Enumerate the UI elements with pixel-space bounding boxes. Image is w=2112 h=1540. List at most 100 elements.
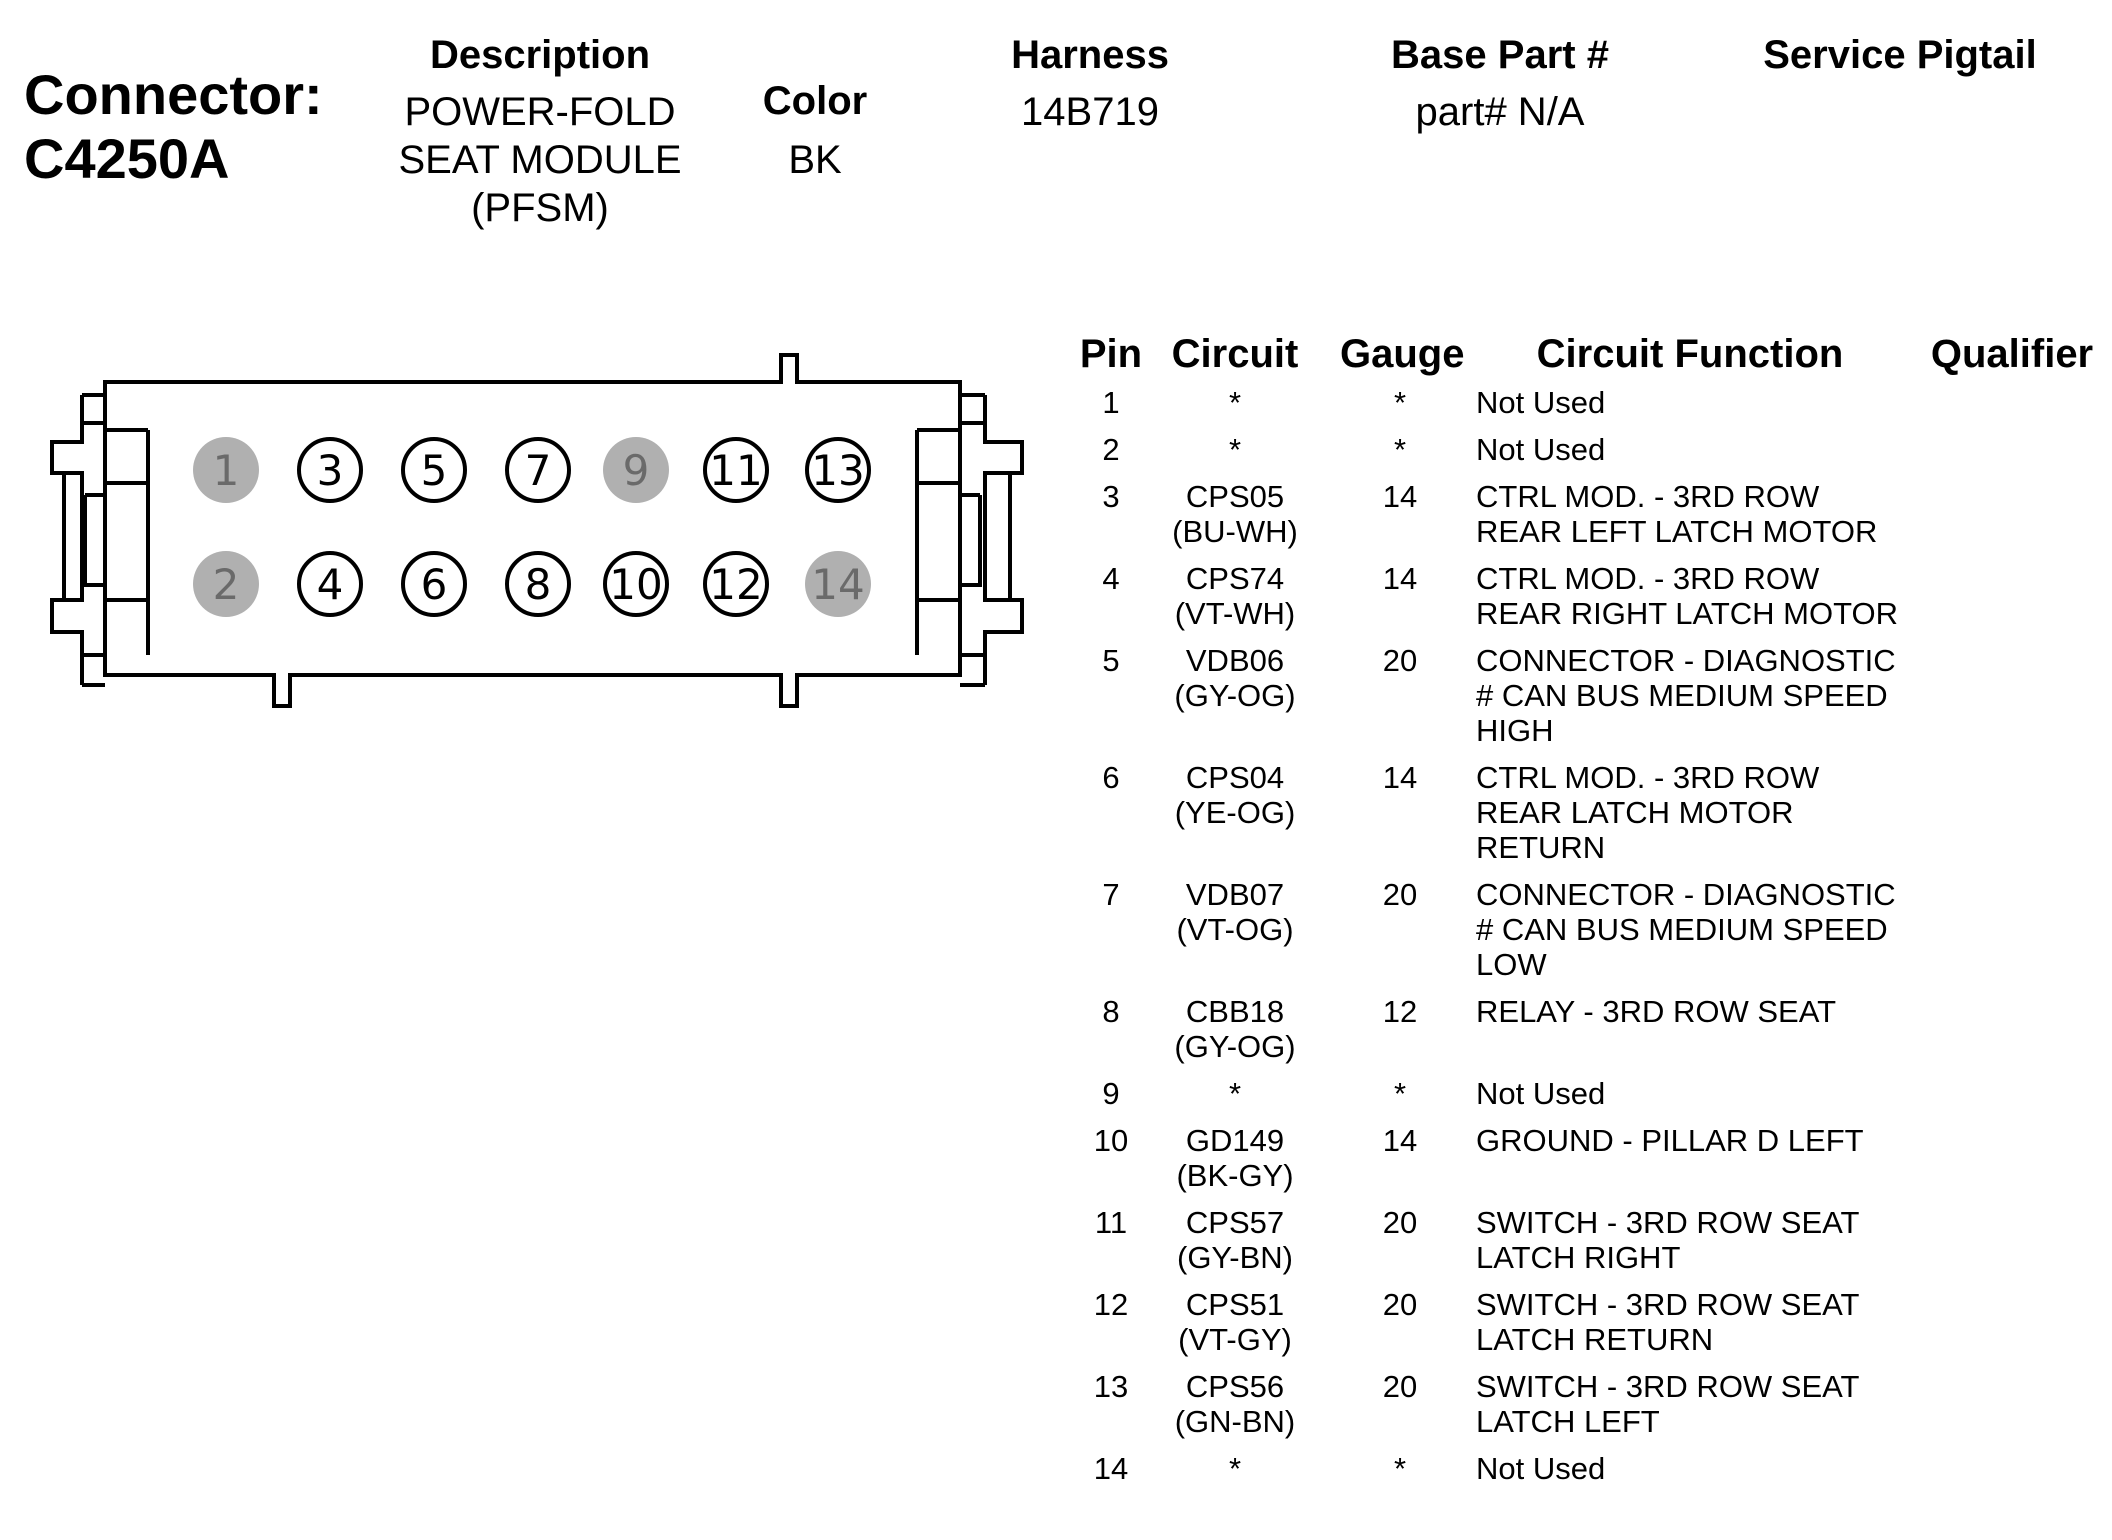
pin-1-label: 1 bbox=[213, 446, 240, 495]
circuit-function-line: REAR RIGHT LATCH MOTOR bbox=[1476, 596, 1898, 631]
wire-color: (VT-GY) bbox=[1178, 1322, 1292, 1357]
wire-gauge: 14 bbox=[1382, 479, 1418, 514]
wire-gauge: * bbox=[1393, 385, 1407, 420]
connector-label: Connector: bbox=[24, 63, 323, 126]
pin-12-cavity bbox=[703, 551, 769, 617]
pin-2-label: 2 bbox=[213, 560, 240, 609]
circuit-id: * bbox=[1228, 432, 1242, 467]
circuit-function-line: # CAN BUS MEDIUM SPEED bbox=[1476, 678, 1888, 713]
pin-number: 12 bbox=[1093, 1287, 1129, 1322]
col-header-circuit-function: Circuit Function bbox=[1536, 332, 1844, 376]
service-pigtail-header: Service Pigtail bbox=[1763, 33, 2037, 77]
wire-gauge: 14 bbox=[1382, 1123, 1418, 1158]
pin-2-cavity bbox=[193, 551, 259, 617]
wire-color: (GY-BN) bbox=[1177, 1240, 1293, 1275]
harness-value: 14B719 bbox=[1021, 90, 1159, 134]
pin-number: 7 bbox=[1102, 877, 1120, 912]
circuit-function-line: SWITCH - 3RD ROW SEAT bbox=[1476, 1287, 1860, 1322]
pin-number: 11 bbox=[1094, 1205, 1128, 1240]
wire-gauge: 20 bbox=[1382, 1205, 1418, 1240]
pin-4-label: 4 bbox=[317, 560, 344, 609]
pin-9-cavity bbox=[603, 437, 669, 503]
pin-7-label: 7 bbox=[525, 446, 552, 495]
left-latch bbox=[83, 428, 150, 655]
pin-number: 2 bbox=[1102, 432, 1120, 467]
circuit-id: VDB07 bbox=[1185, 877, 1285, 912]
circuit-id: * bbox=[1228, 1076, 1242, 1111]
description-line-2: SEAT MODULE bbox=[398, 138, 682, 182]
pin-number: 13 bbox=[1093, 1369, 1129, 1404]
pin-10-label: 10 bbox=[609, 560, 662, 609]
wire-color: (GN-BN) bbox=[1174, 1404, 1296, 1439]
pin-number: 1 bbox=[1102, 385, 1120, 420]
circuit-function-line: LOW bbox=[1476, 947, 1547, 982]
circuit-function-line: CTRL MOD. - 3RD ROW bbox=[1476, 561, 1820, 596]
circuit-id: * bbox=[1228, 1451, 1242, 1486]
circuit-function-line: GROUND - PILLAR D LEFT bbox=[1476, 1123, 1864, 1158]
pin-9-label: 9 bbox=[623, 446, 650, 495]
wire-color: (VT-OG) bbox=[1176, 912, 1294, 947]
connector-id: C4250A bbox=[24, 127, 230, 190]
housing-outline bbox=[50, 353, 1024, 708]
pin-12-label: 12 bbox=[709, 560, 762, 609]
pin-number: 8 bbox=[1102, 994, 1120, 1029]
description-line-1: POWER-FOLD bbox=[404, 90, 676, 134]
circuit-function-line: CONNECTOR - DIAGNOSTIC bbox=[1476, 877, 1896, 912]
wire-color: (GY-OG) bbox=[1174, 678, 1296, 713]
circuit-function-line: HIGH bbox=[1476, 713, 1554, 748]
pin-number: 4 bbox=[1102, 561, 1120, 596]
circuit-id: CPS05 bbox=[1185, 479, 1285, 514]
wire-color: (VT-WH) bbox=[1174, 596, 1296, 631]
base-part-header: Base Part # bbox=[1391, 33, 1609, 77]
harness-header: Harness bbox=[1011, 33, 1169, 77]
circuit-function-line: LATCH RIGHT bbox=[1476, 1240, 1681, 1275]
circuit-function-line: LATCH LEFT bbox=[1476, 1404, 1660, 1439]
circuit-id: CPS74 bbox=[1185, 561, 1285, 596]
pin-1-cavity bbox=[193, 437, 259, 503]
pin-number: 14 bbox=[1093, 1451, 1129, 1486]
pin-number: 3 bbox=[1102, 479, 1120, 514]
circuit-function-line: LATCH RETURN bbox=[1476, 1322, 1714, 1357]
wire-gauge: 14 bbox=[1382, 561, 1418, 596]
wire-gauge: * bbox=[1393, 1076, 1407, 1111]
pin-4-cavity bbox=[297, 551, 363, 617]
circuit-function-line: CTRL MOD. - 3RD ROW bbox=[1476, 479, 1820, 514]
circuit-function-line: Not Used bbox=[1476, 1451, 1606, 1486]
circuit-id: VDB06 bbox=[1185, 643, 1285, 678]
wire-gauge: 12 bbox=[1382, 994, 1418, 1029]
wire-gauge: 14 bbox=[1382, 760, 1418, 795]
col-header-qualifier: Qualifier bbox=[1930, 332, 2094, 376]
wire-color: (BK-GY) bbox=[1176, 1158, 1294, 1193]
col-header-circuit: Circuit bbox=[1171, 332, 1299, 376]
right-latch bbox=[915, 428, 982, 655]
circuit-id: CPS56 bbox=[1185, 1369, 1285, 1404]
col-header-gauge: Gauge bbox=[1340, 332, 1465, 376]
pin-8-label: 8 bbox=[525, 560, 552, 609]
circuit-function-line: RETURN bbox=[1476, 830, 1606, 865]
circuit-function-line: CTRL MOD. - 3RD ROW bbox=[1476, 760, 1820, 795]
description-line-3: (PFSM) bbox=[471, 186, 609, 230]
pin-13-cavity bbox=[805, 437, 871, 503]
pin-number: 10 bbox=[1093, 1123, 1129, 1158]
pin-7-cavity bbox=[505, 437, 571, 503]
pin-5-cavity bbox=[401, 437, 467, 503]
wire-color: (BU-WH) bbox=[1172, 514, 1298, 549]
pin-13-label: 13 bbox=[811, 446, 864, 495]
pin-11-label: 11 bbox=[709, 446, 762, 495]
col-header-pin: Pin bbox=[1079, 332, 1143, 376]
pin-14-label: 14 bbox=[811, 560, 864, 609]
pin-14-cavity bbox=[805, 551, 871, 617]
circuit-id: GD149 bbox=[1185, 1123, 1285, 1158]
circuit-id: CPS57 bbox=[1185, 1205, 1285, 1240]
wire-gauge: * bbox=[1393, 432, 1407, 467]
wire-gauge: * bbox=[1393, 1451, 1407, 1486]
pin-number: 6 bbox=[1102, 760, 1120, 795]
circuit-id: CPS04 bbox=[1185, 760, 1285, 795]
circuit-function-line: CONNECTOR - DIAGNOSTIC bbox=[1476, 643, 1896, 678]
circuit-function-line: Not Used bbox=[1476, 385, 1606, 420]
circuit-function-line: Not Used bbox=[1476, 1076, 1606, 1111]
circuit-id: * bbox=[1228, 385, 1242, 420]
circuit-function-line: SWITCH - 3RD ROW SEAT bbox=[1476, 1369, 1860, 1404]
wire-gauge: 20 bbox=[1382, 877, 1418, 912]
